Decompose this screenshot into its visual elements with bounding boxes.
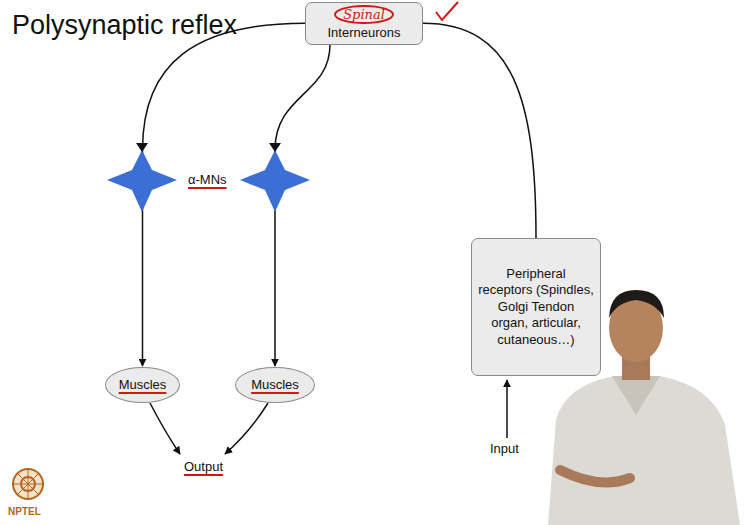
input-label: Input bbox=[490, 441, 519, 456]
receptor-box: Peripheral receptors (Spindles, Golgi Te… bbox=[471, 238, 601, 376]
motor-neuron-star bbox=[240, 150, 310, 212]
output-arrow bbox=[225, 403, 268, 454]
interneuron-box: SpinalInterneurons bbox=[305, 2, 423, 45]
node-text: Muscles bbox=[251, 377, 299, 394]
node-text: Muscles bbox=[119, 377, 167, 394]
muscle-ellipse: Muscles bbox=[235, 367, 315, 403]
arrow-head bbox=[136, 143, 148, 152]
handwritten-note: Spinal bbox=[334, 5, 394, 24]
arrow-head bbox=[269, 143, 281, 152]
motor-neuron-star bbox=[107, 150, 177, 212]
connector bbox=[423, 23, 536, 238]
input-arrow bbox=[506, 380, 508, 438]
output-label: Output bbox=[184, 459, 223, 474]
output-arrow bbox=[150, 403, 180, 454]
node-text: Interneurons bbox=[328, 25, 401, 42]
nptel-emblem bbox=[13, 469, 43, 499]
logo-text: NPTEL bbox=[8, 506, 41, 517]
muscle-ellipse: Muscles bbox=[105, 367, 180, 403]
check-mark bbox=[436, 2, 458, 20]
neuron-label: α-MNs bbox=[188, 172, 227, 187]
slide-title: Polysynaptic reflex bbox=[12, 10, 237, 41]
connector bbox=[275, 45, 330, 367]
node-text: Peripheral receptors (Spindles, Golgi Te… bbox=[478, 266, 594, 349]
